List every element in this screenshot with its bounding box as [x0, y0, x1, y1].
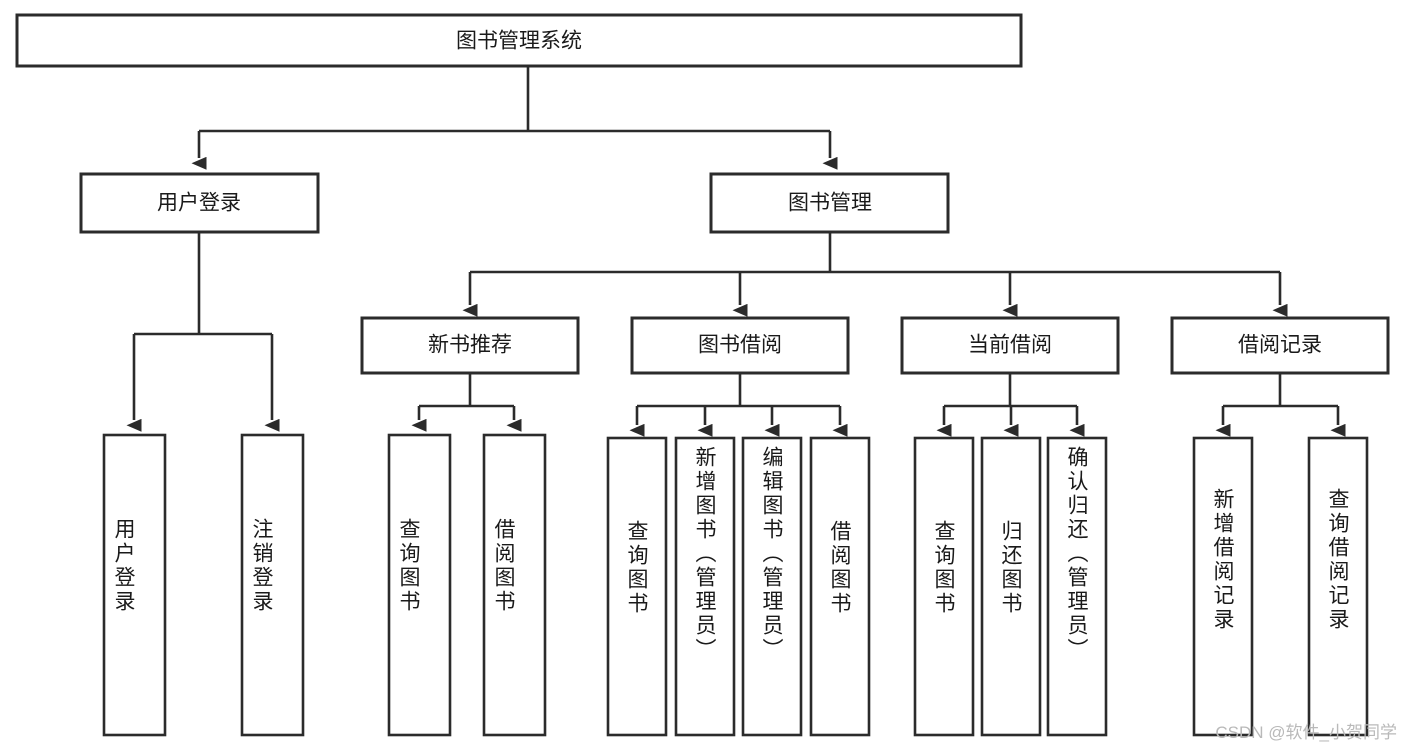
label-book-management-system: 图书管理系统 — [456, 30, 582, 53]
label-current-borrow: 当前借阅 — [968, 334, 1052, 357]
node-borrow-record[interactable] — [1170, 316, 1390, 375]
node-book-management-system[interactable] — [15, 13, 1023, 68]
label-book-manage: 图书管理 — [788, 192, 872, 215]
node-leaf-user-login[interactable] — [102, 433, 167, 737]
label-borrow-record: 借阅记录 — [1238, 334, 1322, 357]
node-leaf-query-book-1[interactable] — [387, 433, 452, 737]
csdn-watermark: CSDN @软件_小贺同学 — [1215, 723, 1397, 742]
label-leaf-add-book: 新增图书（管理员） — [693, 446, 716, 662]
label-leaf-query-book-2: 查询图书 — [625, 520, 648, 616]
node-leaf-add-record[interactable] — [1192, 436, 1254, 737]
node-leaf-confirm-return[interactable] — [1046, 436, 1108, 737]
label-leaf-logout-login: 注销登录 — [250, 518, 273, 614]
node-leaf-borrow-book-1[interactable] — [482, 433, 547, 737]
node-leaf-edit-book[interactable] — [741, 436, 803, 737]
label-new-book-recommend: 新书推荐 — [428, 334, 512, 357]
node-book-manage[interactable] — [709, 172, 950, 234]
label-leaf-add-record: 新增借阅记录 — [1211, 488, 1234, 632]
label-leaf-edit-book: 编辑图书（管理员） — [760, 446, 783, 662]
label-leaf-borrow-book-2: 借阅图书 — [828, 520, 851, 616]
label-leaf-query-book-3: 查询图书 — [932, 520, 955, 616]
label-leaf-return-book: 归还图书 — [999, 520, 1022, 616]
label-user-login: 用户登录 — [157, 192, 241, 215]
label-leaf-query-record: 查询借阅记录 — [1326, 488, 1349, 632]
label-leaf-user-login: 用户登录 — [112, 518, 135, 614]
node-book-borrow[interactable] — [630, 316, 850, 375]
label-leaf-borrow-book-1: 借阅图书 — [492, 518, 515, 614]
node-leaf-query-record[interactable] — [1307, 436, 1369, 737]
node-new-book-recommend[interactable] — [360, 316, 580, 375]
label-leaf-confirm-return: 确认归还（管理员） — [1065, 446, 1088, 662]
label-book-borrow: 图书借阅 — [698, 334, 782, 357]
node-leaf-logout-login[interactable] — [240, 433, 305, 737]
label-leaf-query-book-1: 查询图书 — [397, 518, 420, 614]
node-leaf-borrow-book-2[interactable] — [809, 436, 871, 737]
node-leaf-add-book[interactable] — [674, 436, 736, 737]
node-leaf-query-book-2[interactable] — [606, 436, 668, 737]
node-leaf-query-book-3[interactable] — [913, 436, 975, 737]
node-leaf-return-book[interactable] — [980, 436, 1042, 737]
node-current-borrow[interactable] — [900, 316, 1120, 375]
